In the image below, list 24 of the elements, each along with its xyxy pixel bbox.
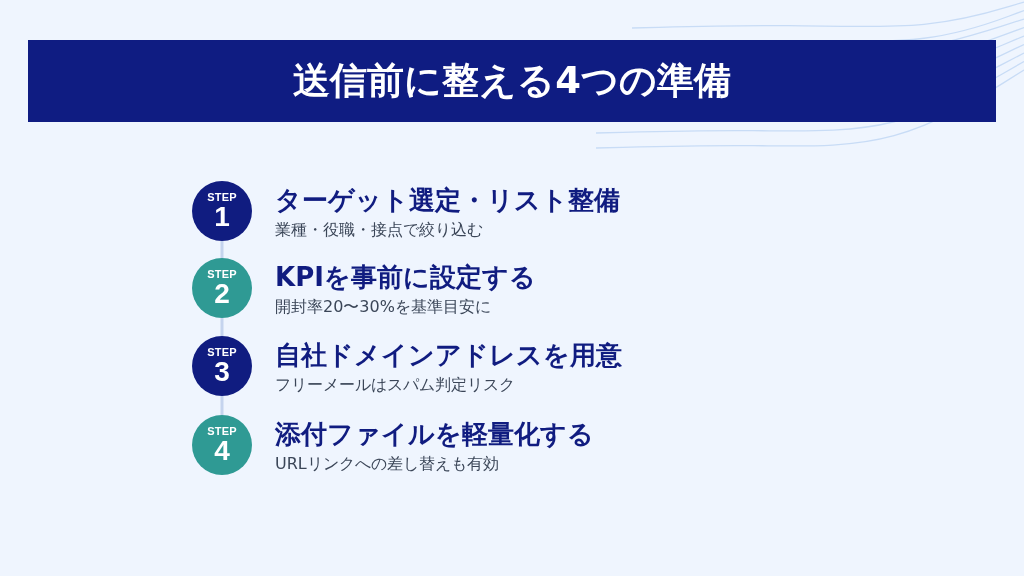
step-circle — [192, 336, 252, 396]
step-heading: 添付ファイルを軽量化する — [275, 419, 594, 451]
step-number: 3 — [214, 357, 230, 386]
connector-line — [220, 396, 224, 415]
title-text: 送信前に整える4つの準備 — [293, 59, 731, 103]
step-number: 4 — [214, 436, 230, 465]
step-label: STEP — [207, 425, 237, 437]
step-heading: KPIを事前に設定する — [275, 262, 536, 294]
step-circle — [192, 181, 252, 241]
step-label: STEP — [207, 346, 237, 358]
step-description: 業種・役職・接点で絞り込む — [275, 220, 483, 240]
connector-line — [220, 318, 224, 336]
connector-line — [220, 241, 224, 258]
step-heading: 自社ドメインアドレスを用意 — [275, 340, 622, 372]
step-description: URLリンクへの差し替えも有効 — [275, 454, 499, 474]
step-label: STEP — [207, 191, 237, 203]
step-description: フリーメールはスパム判定リスク — [275, 375, 515, 395]
step-heading: ターゲット選定・リスト整備 — [275, 185, 620, 217]
step-number: 1 — [214, 202, 230, 231]
step-label: STEP — [207, 268, 237, 280]
step-description: 開封率20〜30%を基準目安に — [275, 297, 491, 317]
step-number: 2 — [214, 279, 230, 308]
step-circle — [192, 258, 252, 318]
step-circle — [192, 415, 252, 475]
